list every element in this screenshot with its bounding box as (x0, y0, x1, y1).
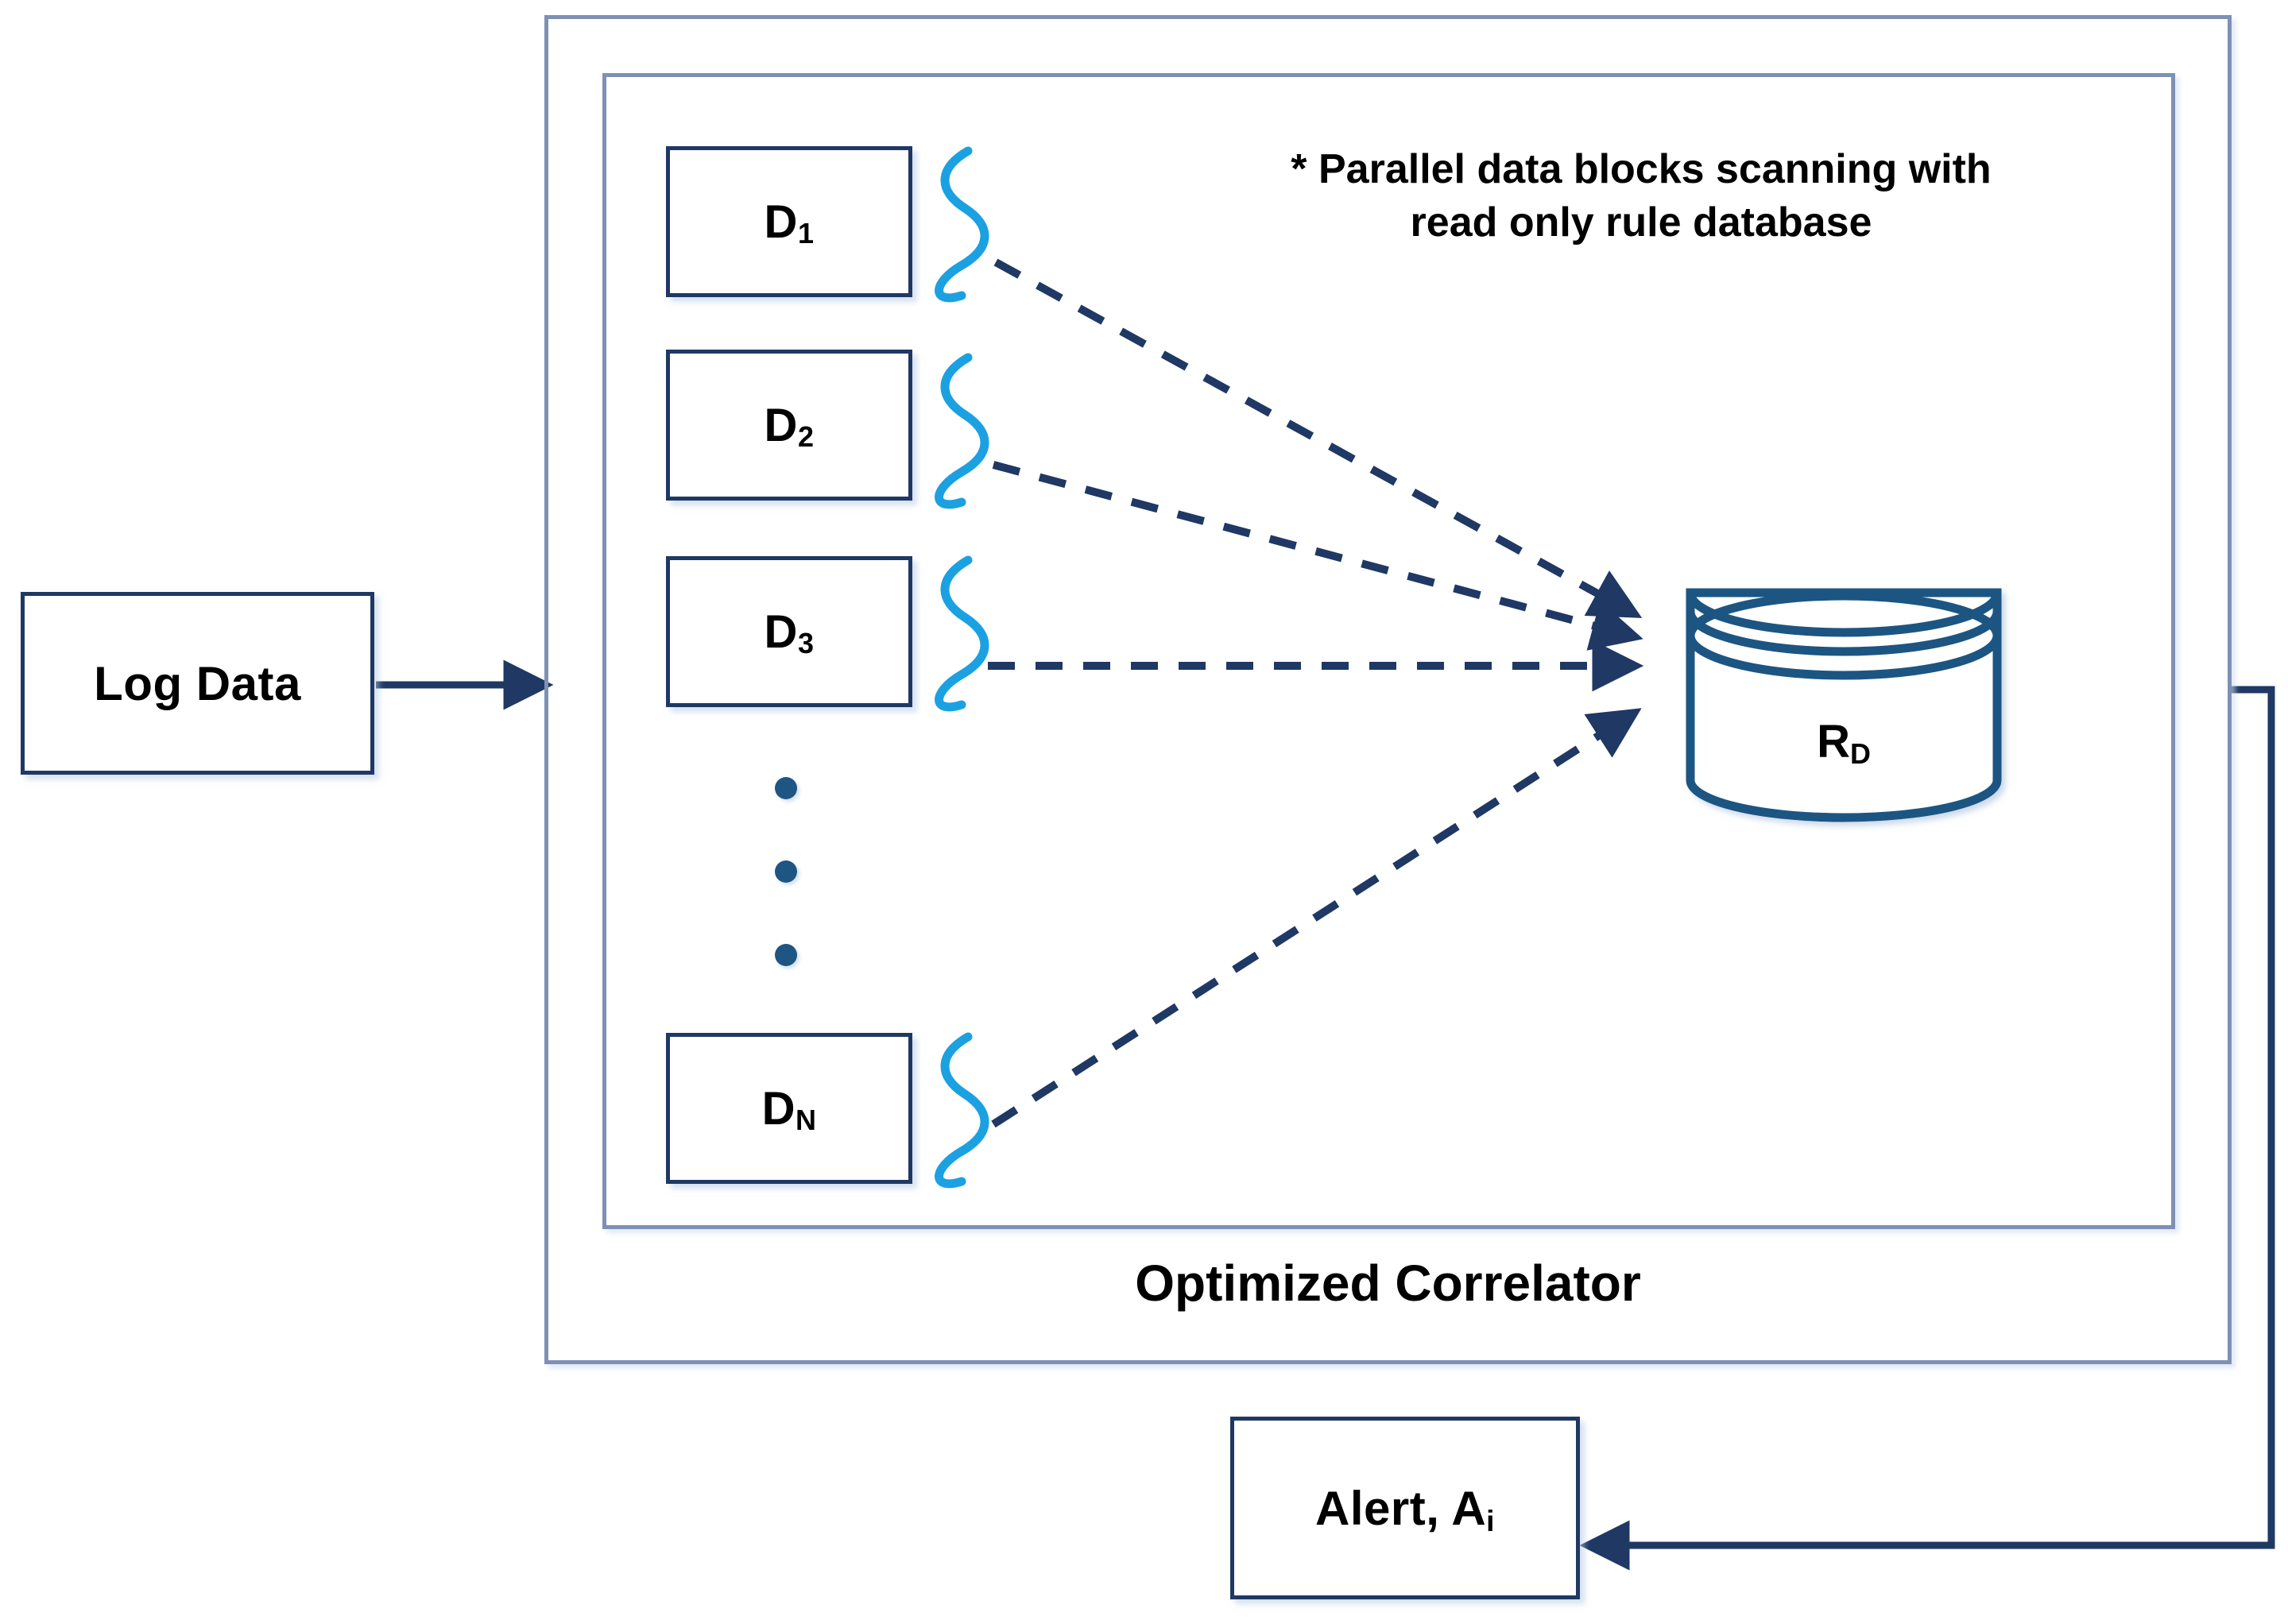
connector-d1-to-db (993, 258, 1643, 618)
squiggle-icon-3 (935, 555, 989, 712)
data-block-label-sub: 2 (797, 420, 815, 454)
rule-database-label: RD (1772, 715, 1915, 770)
squiggle-icon-2 (935, 353, 989, 509)
log-data-label: Log Data (94, 656, 301, 710)
data-block-label: D2 (764, 399, 815, 454)
annotation-line-2: read only rule database (1410, 199, 1872, 246)
squiggle-icon-4 (935, 1032, 989, 1189)
data-block-label: DN (761, 1082, 817, 1137)
rule-database-cylinder (1686, 588, 2002, 822)
vertical-ellipsis-dot (775, 860, 797, 883)
data-block-label-sub: 1 (797, 217, 815, 250)
optimized-correlator-title: Optimized Correlator (1135, 1255, 1641, 1312)
data-block-label-main: D (761, 1082, 796, 1135)
data-block-label-main: D (764, 195, 798, 248)
dashed-connectors (988, 258, 1644, 1128)
connector-correlator-to-alert (1579, 686, 2275, 1571)
annotation-line-1: * Parallel data blocks scanning with (1291, 146, 1992, 192)
rule-database-label-main: R (1817, 716, 1850, 768)
squiggle-icon-1 (935, 146, 989, 303)
squiggle-group (935, 146, 989, 1189)
data-block-label: D1 (764, 195, 815, 250)
log-data-node[interactable]: Log Data (21, 592, 374, 775)
data-block-d2[interactable]: D2 (666, 350, 912, 501)
annotation-note: * Parallel data blocks scanning with rea… (1200, 143, 2082, 249)
parallel-scan-inner-frame (602, 73, 2175, 1229)
data-block-label-main: D (764, 399, 798, 451)
alert-label-main: Alert, A (1315, 1481, 1487, 1535)
alert-label: Alert, Ai (1315, 1481, 1495, 1537)
data-block-d1[interactable]: D1 (666, 146, 912, 297)
data-block-dn[interactable]: DN (666, 1033, 912, 1184)
data-block-label: D3 (764, 605, 815, 660)
data-block-label-sub: N (795, 1104, 817, 1137)
data-block-label-main: D (764, 605, 798, 658)
alert-label-sub: i (1486, 1503, 1495, 1537)
connector-dn-to-db (991, 708, 1642, 1128)
rule-database-label-sub: D (1849, 737, 1871, 770)
connector-d2-to-db (992, 461, 1643, 651)
data-block-d3[interactable]: D3 (666, 556, 912, 707)
alert-node[interactable]: Alert, Ai (1230, 1417, 1580, 1599)
data-block-label-sub: 3 (797, 627, 815, 660)
vertical-ellipsis-dot (775, 777, 797, 799)
vertical-ellipsis-dot (775, 944, 797, 966)
optimized-correlator-outer-frame (544, 15, 2232, 1364)
